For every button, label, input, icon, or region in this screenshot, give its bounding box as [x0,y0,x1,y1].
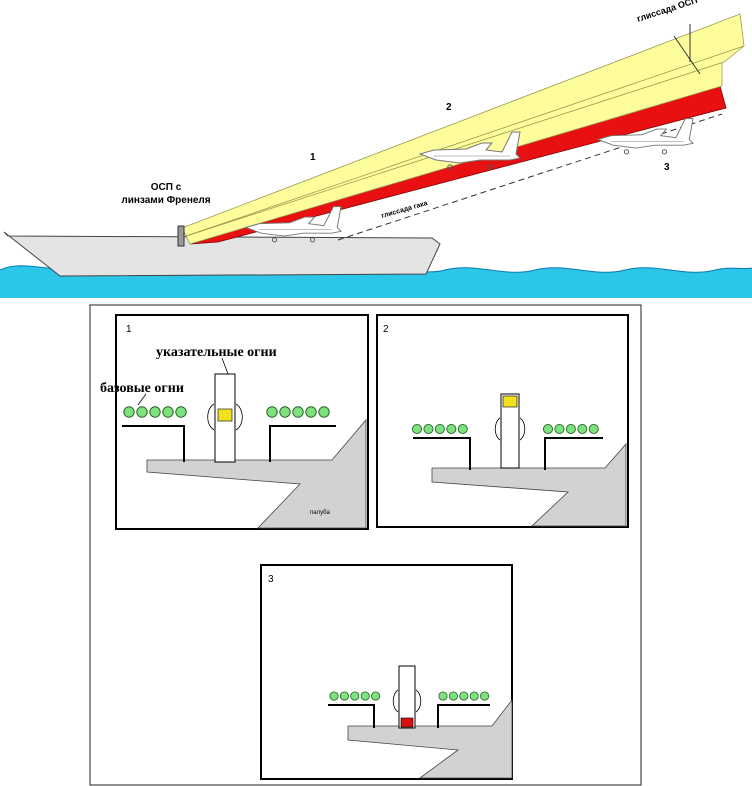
deck-label: палуба [310,510,330,516]
yellow-beam-upper [181,13,745,237]
panel-1: 1 палуба указательные огни базовые огни [100,314,369,530]
bottom-frame [89,304,642,786]
base-lights-right [438,691,490,701]
panel-2-number: 2 [383,324,389,335]
base-lights-left [411,423,468,435]
panel-2: 2 [376,314,629,528]
indicator-lights-label: указательные огни [156,345,277,360]
indicator-column [500,393,520,469]
osp-device [177,225,185,247]
indicator-column [398,665,416,729]
marker-3: 3 [664,162,670,173]
panel-3-number: 3 [268,574,274,585]
carrier-hull [3,231,441,277]
deck [146,418,367,529]
base-lights-label: базовые огни [100,381,184,396]
marker-1: 1 [310,152,316,163]
indicator-light [400,717,414,728]
osp-label-line2: линзами Френеля [121,195,210,206]
base-lights-left [123,406,187,418]
osp-glide-label: глиссада ОСП [636,0,699,24]
indicator-light [217,408,233,422]
panel-1-number: 1 [126,324,132,335]
deck [347,698,513,779]
panel-3: 3 [260,564,513,780]
hook-glide-line [337,113,723,241]
base-lights-right [542,423,599,435]
marker-2: 2 [446,102,452,113]
deck [431,442,627,527]
osp-label-line1: ОСП с [151,182,182,193]
indicator-light [502,395,518,408]
top-diagram: глиссада ОСП глиссада гака ОСП с линзами… [0,0,752,298]
hook-glide-label: глиссада гака [381,200,429,220]
base-lights-right [266,406,330,418]
base-lights-left [329,691,381,701]
